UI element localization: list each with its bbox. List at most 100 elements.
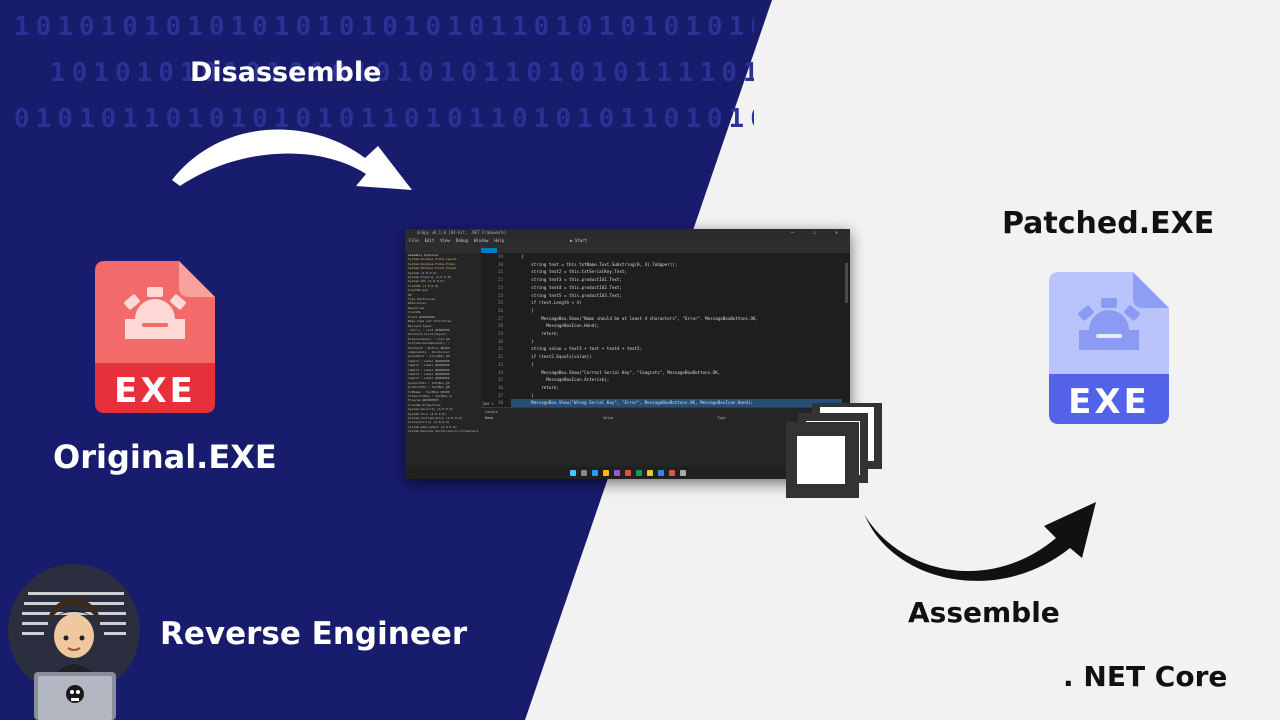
window-titlebar: dnSpy v6.1.8 (64-bit, .NET Framework) — …	[405, 229, 850, 237]
menu-window: Window	[473, 238, 489, 243]
tree-item[interactable]: System.Windows.Forms.Layout	[408, 257, 457, 262]
stacked-windows-icon	[786, 403, 882, 498]
tree-item[interactable]: label4 : Label @0400000	[408, 371, 450, 376]
tree-item[interactable]: System.Drawing (4.0.0.0)	[408, 275, 452, 280]
tree-item[interactable]: PE	[408, 292, 412, 297]
hacker-avatar-icon	[8, 564, 140, 720]
visual-studio-icon	[613, 469, 620, 476]
code-text: { string text = this.txtName.Text.Substr…	[511, 253, 842, 422]
locals-col-name: Name	[485, 416, 494, 420]
tree-item[interactable]: txtSerialKey : TextBox @	[408, 394, 452, 398]
tree-item[interactable]: InitializeComponent() :	[408, 341, 450, 346]
line-number: 31	[497, 346, 503, 352]
tree-item[interactable]: groupBox1 : GroupBox @0	[408, 354, 450, 359]
start-button: ▶ Start	[570, 238, 587, 243]
code-line: {	[511, 307, 534, 313]
tree-item[interactable]: btnCheck : Button @0400	[408, 345, 450, 350]
original-exe-label: Original.EXE	[53, 438, 277, 476]
tree-item[interactable]: Dispose(bool) : void @0	[408, 336, 450, 341]
chrome-icon	[602, 469, 609, 476]
tree-item[interactable]: CrackMe (1.0.0.0)	[408, 283, 439, 288]
assembly-explorer-title: Assembly Explorer	[408, 253, 439, 257]
line-number: 37	[497, 392, 503, 398]
tree-item[interactable]: label3 : Label @0400000	[408, 367, 450, 372]
app-icon	[679, 469, 686, 476]
code-line: MessageBox.Show("Wrong Serial Key", "Err…	[511, 399, 842, 408]
browser-icon	[591, 469, 598, 476]
tree-item[interactable]: components : IContainer	[408, 349, 450, 354]
menu-view: View	[440, 238, 450, 243]
tree-item[interactable]: System.Deployment (4.0.0.0)	[408, 424, 457, 429]
tree-item[interactable]: System.Windows.Forms.Prope	[408, 261, 455, 266]
tree-item[interactable]: label1 : Label @0400000	[408, 358, 450, 363]
window-title: dnSpy v6.1.8 (64-bit, .NET Framework)	[417, 230, 507, 235]
tree-item[interactable]: Resources	[408, 305, 425, 310]
tree-item[interactable]: System.Configuration (4.0.0.0)	[408, 416, 463, 421]
tree-item[interactable]: Derived Types	[408, 323, 432, 328]
code-line: }	[511, 392, 534, 398]
menu-help: Help	[494, 238, 505, 243]
line-number: 35	[497, 377, 503, 383]
menu-bar: File Edit View Debug Window Help ▶ Start	[405, 237, 850, 245]
tree-item[interactable]: CrackMe	[408, 310, 421, 315]
code-line: MessageBoxIcon.Hand);	[511, 323, 600, 329]
line-number: 24	[497, 292, 503, 298]
dotnet-core-label: . NET Core	[1063, 660, 1228, 693]
zoom-indicator: 100 %	[483, 402, 494, 406]
dnspy-window-screenshot: dnSpy v6.1.8 (64-bit, .NET Framework) — …	[405, 229, 850, 479]
line-number: 21	[497, 269, 503, 275]
line-number: 29	[497, 331, 503, 337]
tree-item[interactable]: System.Runtime.Serialization.Formatters	[408, 429, 479, 434]
locals-columns: Name Value Type	[485, 416, 850, 421]
tree-item[interactable]: Form1 @02000002	[408, 314, 436, 319]
channel-name-label: Reverse Engineer	[160, 616, 468, 652]
line-number: 25	[497, 300, 503, 306]
assembly-explorer-panel: Assembly Explorer System.Windows.Forms.L…	[405, 253, 484, 466]
tree-item[interactable]: .ctor() : void @0600000	[408, 327, 450, 332]
tree-item[interactable]: System.Xml (4.0.0.0)	[408, 279, 445, 284]
tree-item[interactable]: txtName : TextBox @0400	[408, 389, 450, 394]
tree-item[interactable]: Type References	[408, 297, 436, 302]
tree-item[interactable]: System.Core (4.0.0.0)	[408, 411, 446, 416]
code-line: string text2 = this.txtSerialKey.Text;	[511, 269, 627, 275]
code-line: {	[511, 254, 524, 259]
tree-item[interactable]: productId2 : TextBox @0	[408, 385, 450, 390]
assemble-arrow-icon	[864, 502, 1096, 581]
tree-item[interactable]: References	[408, 301, 427, 306]
search-icon	[580, 469, 587, 476]
code-line: }	[511, 338, 534, 344]
menu-edit: Edit	[424, 238, 435, 243]
tree-item[interactable]: System.Windows.Forms.Visual	[408, 266, 457, 271]
locals-col-value: Value	[603, 416, 614, 420]
code-line: if (text.Length < 4)	[511, 300, 582, 306]
tree-item[interactable]: Program @02000003	[408, 398, 439, 403]
locals-col-type: Type	[717, 416, 726, 420]
tree-item[interactable]: System (4.0.0.0)	[408, 270, 437, 275]
tree-item[interactable]: productId1 : TextBox @0	[408, 380, 450, 385]
tree-item[interactable]: CrackMe.Properties	[408, 402, 441, 407]
editor-scrollbar	[845, 263, 848, 303]
tree-item[interactable]: btnCheck_Click(object,	[408, 332, 448, 337]
editor-tab	[481, 248, 497, 253]
line-number: 22	[497, 277, 503, 283]
tree-item[interactable]: label5 : Label @0400000	[408, 376, 450, 381]
line-number: 32	[497, 354, 503, 360]
app-icon	[657, 469, 664, 476]
code-line: MessageBox.Show("Name should be at least…	[511, 315, 759, 321]
tree-item[interactable]: label2 : Label @0400000	[408, 363, 450, 368]
disassemble-arrow-icon	[172, 129, 412, 190]
tree-item[interactable]: Base Type and Interfaces	[408, 319, 452, 324]
patched-exe-label: Patched.EXE	[1002, 206, 1215, 241]
line-number: 33	[497, 361, 503, 367]
tree-item[interactable]: Accessibility (4.0.0.0)	[408, 420, 450, 425]
menu-file: File	[409, 238, 419, 243]
tree-item[interactable]: CrackMe.exe	[408, 288, 428, 293]
line-number: 27	[497, 315, 503, 321]
line-number: 20	[497, 261, 503, 267]
tree-item[interactable]: System.Security (4.0.0.0)	[408, 407, 454, 412]
start-menu-icon	[569, 469, 576, 476]
exe-file-icon-blue: EXE	[1049, 272, 1169, 424]
